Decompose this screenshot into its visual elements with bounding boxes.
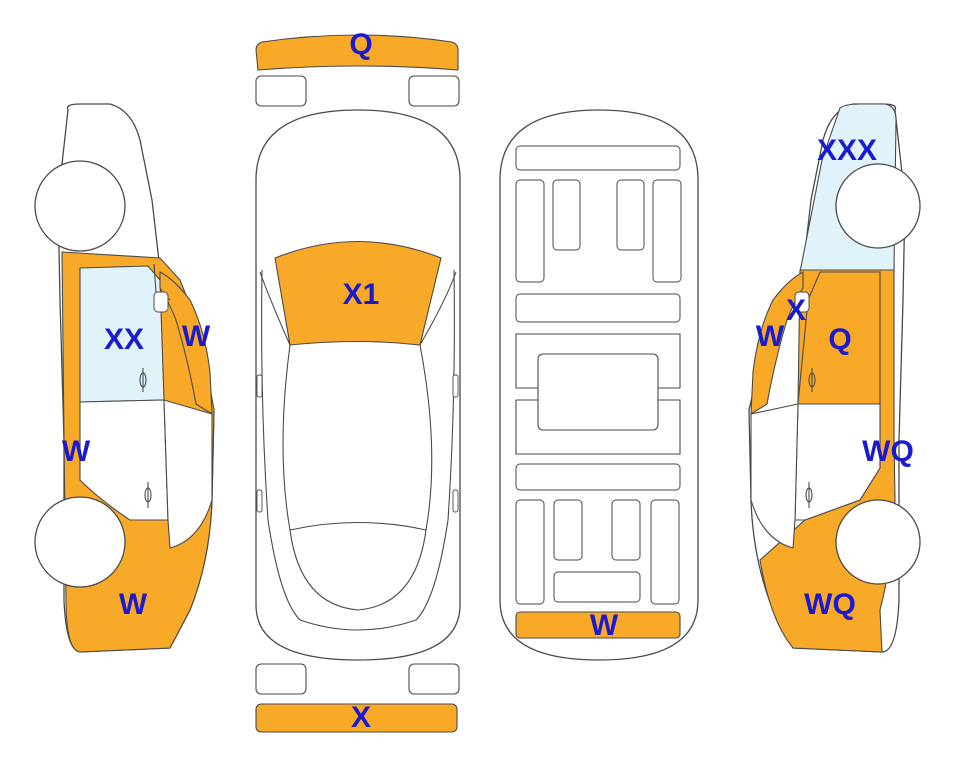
- right-side-view: XXX X W Q WQ WQ: [748, 103, 921, 653]
- top-right-tail-light: [408, 663, 460, 695]
- right-side-rear-door: [750, 403, 799, 549]
- right-side-a-pillar: [750, 271, 804, 416]
- left-side-door-handle: [139, 368, 152, 508]
- left-side-rear-door: [163, 399, 213, 549]
- top-rear-window: [289, 529, 427, 611]
- left-side-rear-wheel: [34, 160, 126, 252]
- left-side-front-wheel: [34, 496, 126, 588]
- top-rear-bumper: [255, 703, 458, 733]
- top-rear-bumper-label: X: [351, 701, 371, 734]
- right-side-rear-quarter-label: WQ: [804, 588, 856, 621]
- top-view: Q X1 X: [255, 28, 461, 734]
- left-side-view: XX W W W: [34, 103, 215, 653]
- right-side-front-wheel: [835, 163, 921, 249]
- right-side-pillar-label: X: [786, 294, 806, 327]
- top-left-mirror: [255, 75, 307, 107]
- left-side-body-label: W: [62, 435, 91, 468]
- top-front-bumper: [255, 34, 459, 71]
- right-side-front-door-label: Q: [828, 323, 851, 356]
- right-side-rear-wheel: [835, 499, 921, 585]
- left-side-window-label: XX: [104, 323, 144, 356]
- top-right-mirror: [408, 75, 460, 107]
- underbody-rear-panel-label: W: [590, 609, 619, 642]
- underbody-center-plate: [537, 353, 659, 431]
- top-roof-glass-label: X1: [343, 278, 380, 311]
- right-side-a-pillar-label: W: [756, 320, 785, 353]
- left-side-a-pillar-label: W: [182, 320, 211, 353]
- right-side-door-handle: [805, 368, 816, 508]
- underbody-rear-panel: [515, 611, 681, 639]
- top-roof: [282, 344, 433, 531]
- top-body-outline: [255, 109, 461, 661]
- right-side-body-label: WQ: [862, 435, 914, 468]
- top-left-tail-light: [255, 663, 307, 695]
- right-side-front-glass-label: XXX: [817, 134, 877, 167]
- left-side-a-pillar: [159, 271, 213, 416]
- left-side-rear-quarter-label: W: [119, 588, 148, 621]
- top-windshield: [274, 240, 442, 346]
- underbody-view: W: [499, 109, 699, 661]
- top-front-bumper-label: Q: [349, 28, 372, 61]
